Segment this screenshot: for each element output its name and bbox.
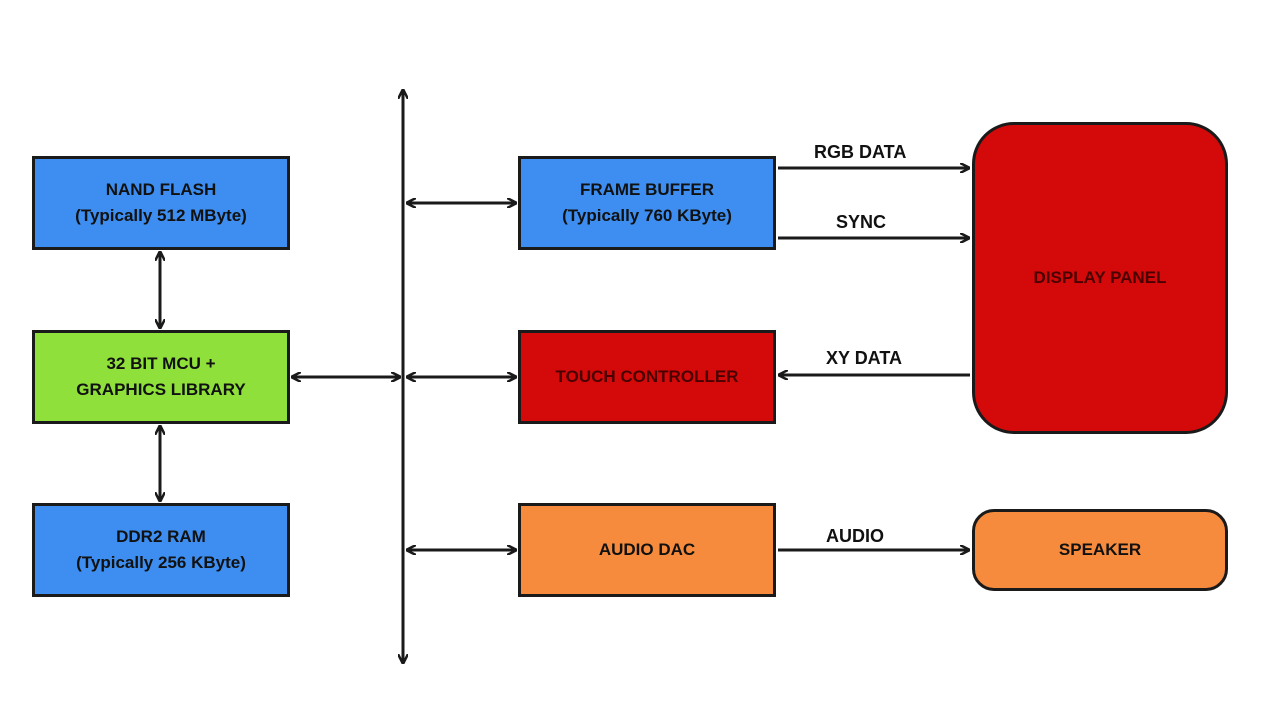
audio-dac-title: AUDIO DAC [598, 540, 696, 559]
mcu-title: 32 BIT MCU + [106, 354, 216, 373]
sync-label: SYNC [836, 212, 887, 232]
nand-flash-title: NAND FLASH [105, 180, 217, 199]
frame-buffer-block: FRAME BUFFER (Typically 760 KByte) [518, 156, 776, 250]
display-panel-block: DISPLAY PANEL [972, 122, 1228, 434]
ddr2-ram-block: DDR2 RAM (Typically 256 KByte) [32, 503, 290, 597]
display-panel-title: DISPLAY PANEL [1033, 268, 1167, 287]
rgb-data-label: RGB DATA [814, 142, 907, 162]
ddr2-ram-title: DDR2 RAM [116, 527, 206, 546]
audio-label: AUDIO [826, 526, 884, 546]
speaker-title: SPEAKER [1058, 540, 1142, 559]
audio-dac-block: AUDIO DAC [518, 503, 776, 597]
touch-controller-title: TOUCH CONTROLLER [555, 367, 739, 386]
frame-buffer-title: FRAME BUFFER [579, 180, 715, 199]
touch-controller-block: TOUCH CONTROLLER [518, 330, 776, 424]
xy-data-label: XY DATA [826, 348, 903, 368]
ddr2-ram-capacity: (Typically 256 KByte) [76, 553, 246, 572]
mcu-subtitle: GRAPHICS LIBRARY [76, 380, 246, 399]
frame-buffer-capacity: (Typically 760 KByte) [562, 206, 732, 225]
mcu-block: 32 BIT MCU + GRAPHICS LIBRARY [32, 330, 290, 424]
speaker-block: SPEAKER [972, 509, 1228, 591]
nand-flash-capacity: (Typically 512 MByte) [75, 206, 247, 225]
nand-flash-block: NAND FLASH (Typically 512 MByte) [32, 156, 290, 250]
